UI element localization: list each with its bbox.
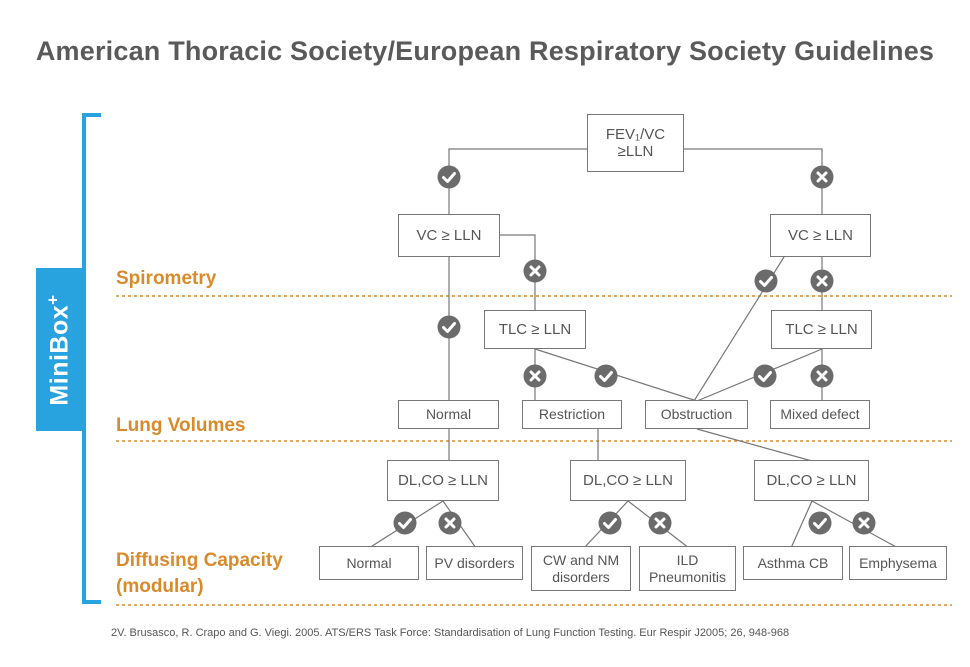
check-circle-icon	[436, 314, 462, 340]
minibox-label: MiniBox+	[36, 268, 82, 431]
node-tlc-right: TLC ≥ LLN	[771, 310, 872, 349]
check-circle-icon	[753, 268, 779, 294]
node-vc-left: VC ≥ LLN	[398, 214, 500, 257]
node-mixed-defect: Mixed defect	[770, 400, 870, 429]
node-emphysema: Emphysema	[849, 546, 947, 580]
section-diffusing-capacity: Diffusing Capacity (modular)	[116, 550, 283, 597]
check-circle-icon	[593, 363, 619, 389]
check-circle-icon	[392, 510, 418, 536]
x-circle-icon	[437, 510, 463, 536]
x-circle-icon	[851, 510, 877, 536]
node-normal-mid: Normal	[398, 400, 499, 429]
page-title: American Thoracic Society/European Respi…	[35, 36, 935, 66]
node-restriction: Restriction	[522, 400, 622, 429]
minibox-bracket	[82, 113, 101, 604]
check-circle-icon	[597, 510, 623, 536]
node-obstruction: Obstruction	[645, 400, 748, 429]
x-circle-icon	[522, 258, 548, 284]
section-lung-volumes: Lung Volumes	[116, 415, 246, 436]
node-dlco-3: DL,CO ≥ LLN	[754, 460, 869, 501]
node-vc-right: VC ≥ LLN	[770, 214, 871, 257]
section-spirometry: Spirometry	[116, 268, 217, 289]
node-asthma-cb: Asthma CB	[743, 546, 843, 580]
reference-citation: 2V. Brusasco, R. Crapo and G. Viegi. 200…	[111, 627, 790, 639]
node-pv-disorders: PV disorders	[426, 546, 523, 580]
x-circle-icon	[809, 363, 835, 389]
node-normal-bottom: Normal	[319, 546, 419, 580]
x-circle-icon	[647, 510, 673, 536]
node-tlc-left: TLC ≥ LLN	[484, 310, 586, 349]
x-circle-icon	[809, 164, 835, 190]
node-dlco-1: DL,CO ≥ LLN	[387, 460, 499, 501]
x-circle-icon	[522, 363, 548, 389]
x-circle-icon	[809, 268, 835, 294]
node-dlco-2: DL,CO ≥ LLN	[570, 460, 686, 501]
check-circle-icon	[436, 164, 462, 190]
node-fev1-vc: FEV₁/VC≥LLN	[587, 114, 684, 172]
check-circle-icon	[807, 510, 833, 536]
check-circle-icon	[752, 363, 778, 389]
